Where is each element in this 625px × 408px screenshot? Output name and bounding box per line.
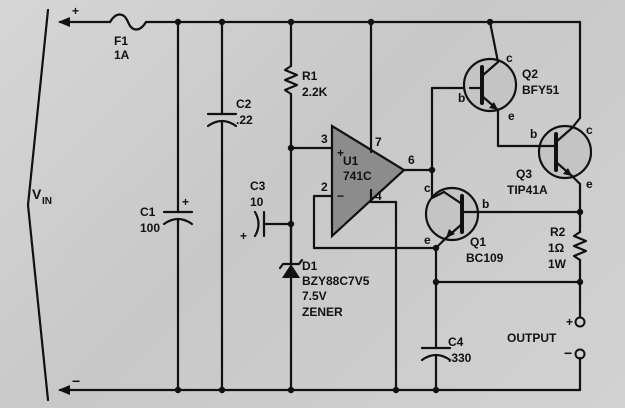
output-terminal-negative <box>574 348 586 392</box>
c1-polarity: + <box>182 195 189 209</box>
q3-part: TIP41A <box>507 183 548 197</box>
output-label: OUTPUT <box>507 331 557 345</box>
resistor-r2 <box>572 210 588 284</box>
q3-collector: c <box>586 123 593 137</box>
c1-value: 100 <box>140 221 160 235</box>
r1-value: 2.2K <box>302 85 328 99</box>
q2-base: b <box>458 91 465 105</box>
q1-collector: c <box>424 181 431 195</box>
r1-ref: R1 <box>302 69 318 83</box>
output-terminal-positive <box>574 316 586 328</box>
f1-ref: F1 <box>114 34 128 48</box>
u1-pin7: 7 <box>375 135 382 149</box>
capacitor-c2 <box>206 20 238 392</box>
q2-emitter: e <box>508 109 515 123</box>
d1-ref: D1 <box>302 259 318 273</box>
d1-voltage: 7.5V <box>302 289 327 303</box>
c1-ref: C1 <box>140 205 156 219</box>
q3-ref: Q3 <box>516 167 532 181</box>
transistor-q2 <box>462 20 542 148</box>
c2-ref: C2 <box>236 97 252 111</box>
q3-emitter: e <box>586 177 593 191</box>
u1-pin2: 2 <box>321 180 328 194</box>
u1-pin6: 6 <box>408 153 415 167</box>
r2-value: 1Ω <box>548 241 565 255</box>
input-positive-arrow <box>58 17 112 27</box>
c3-value: 10 <box>250 195 264 209</box>
transistor-q3 <box>537 20 593 214</box>
f1-value: 1A <box>114 48 130 62</box>
input-negative-sign: − <box>72 373 80 389</box>
c4-ref: C4 <box>448 335 464 349</box>
u1-minus: − <box>337 189 344 203</box>
vin-bracket <box>26 8 50 402</box>
input-positive-sign: + <box>72 4 79 18</box>
d1-part: BZY88C7V5 <box>302 274 370 288</box>
q1-base: b <box>482 197 489 211</box>
vin-label: V IN <box>32 186 52 207</box>
input-negative-arrow <box>58 385 582 395</box>
u1-part: 741C <box>343 169 372 183</box>
c4-value: .330 <box>448 351 472 365</box>
capacitor-c1 <box>162 20 194 392</box>
vin-label-sub: IN <box>42 196 52 207</box>
opamp-u1 <box>312 20 438 392</box>
c2-value: .22 <box>236 113 253 127</box>
c3-ref: C3 <box>250 179 266 193</box>
u1-ref: U1 <box>343 154 359 168</box>
q2-ref: Q2 <box>522 67 538 81</box>
output-minus-sign: − <box>564 345 572 361</box>
zener-diode-d1 <box>278 222 304 392</box>
q2-part: BFY51 <box>522 83 560 97</box>
transistor-q1 <box>424 186 582 250</box>
output-plus-sign: + <box>566 315 573 329</box>
r2-power: 1W <box>548 257 567 271</box>
q2-collector: c <box>506 51 513 65</box>
q3-base: b <box>530 127 537 141</box>
resistor-r1 <box>283 20 299 150</box>
capacitor-c4 <box>420 280 452 392</box>
u1-pin4: 4 <box>375 189 382 203</box>
vin-label-main: V <box>32 186 42 202</box>
q1-ref: Q1 <box>470 235 486 249</box>
q1-emitter: e <box>424 233 431 247</box>
u1-plus: + <box>337 146 344 160</box>
q1-part: BC109 <box>466 251 504 265</box>
d1-type: ZENER <box>302 305 343 319</box>
c3-polarity: + <box>240 229 247 243</box>
r2-ref: R2 <box>550 225 566 239</box>
u1-pin3: 3 <box>321 132 328 146</box>
fuse-f1 <box>108 13 148 31</box>
